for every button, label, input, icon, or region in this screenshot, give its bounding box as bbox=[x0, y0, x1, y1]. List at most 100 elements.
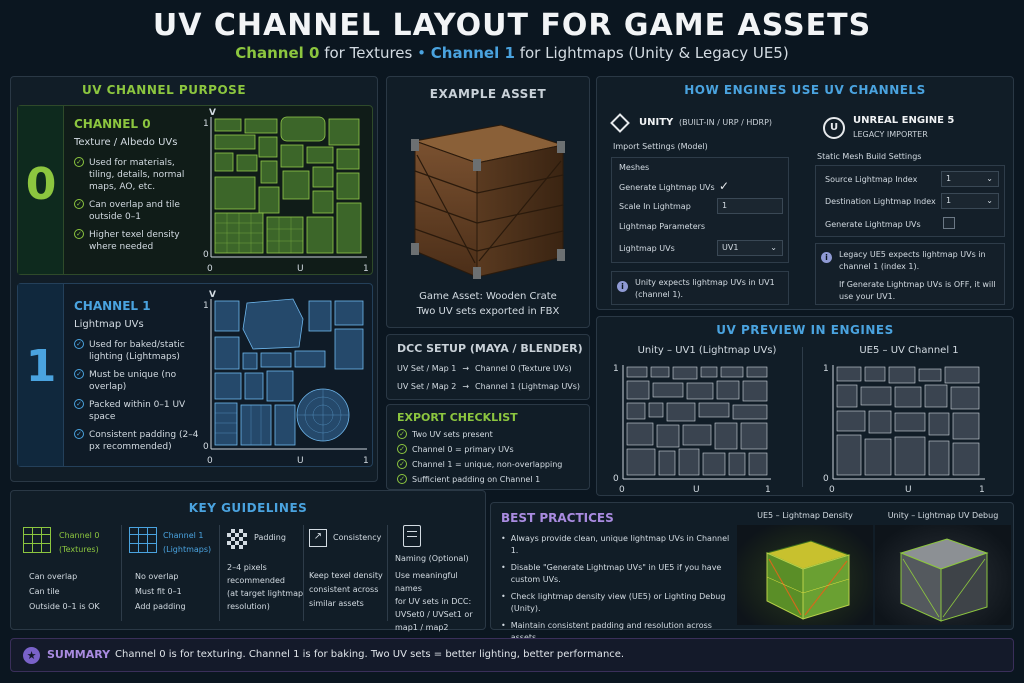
axis-u-label: U bbox=[297, 456, 304, 466]
channel1-points: ✓Used for baked/static lighting (Lightma… bbox=[74, 339, 199, 459]
unity-logo-icon bbox=[610, 113, 630, 133]
guideline-ch1-head: Channel 1 bbox=[163, 531, 204, 540]
channel0-name: CHANNEL 0 bbox=[74, 117, 151, 131]
unreal-sub: LEGACY IMPORTER bbox=[853, 130, 928, 139]
dcc-setup-panel: DCC SETUP (MAYA / BLENDER) UV Set / Map … bbox=[386, 334, 590, 400]
dcc-channel: Channel 0 (Texture UVs) bbox=[475, 364, 572, 373]
unity-scale-input[interactable]: 1 bbox=[717, 198, 783, 214]
dcc-uvset: UV Set / Map 2 bbox=[397, 382, 457, 391]
unreal-logo-icon: U bbox=[823, 117, 845, 139]
check-icon: ✓ bbox=[74, 339, 84, 349]
guideline-consistency-line: consistent across bbox=[309, 585, 379, 594]
guideline-consistency-head: Consistency bbox=[333, 533, 382, 542]
channel0-number: 0 bbox=[25, 159, 57, 210]
export-checklist-title: EXPORT CHECKLIST bbox=[397, 411, 518, 424]
unreal-dst-value: 1 bbox=[946, 196, 952, 205]
uv-preview-title: UV PREVIEW IN ENGINES bbox=[716, 323, 894, 337]
channel1-uv-plot: V 1 0 0 U 1 bbox=[203, 290, 369, 466]
guideline-ch1-line: Add padding bbox=[135, 602, 186, 611]
unreal-note-2: If Generate Lightmap UVs is OFF, it will… bbox=[839, 280, 996, 301]
guideline-ch1-head2: (Lightmaps) bbox=[163, 545, 212, 554]
guideline-consistency-line: similar assets bbox=[309, 599, 364, 608]
chevron-down-icon: ⌄ bbox=[986, 174, 993, 183]
checker-icon bbox=[227, 529, 247, 549]
unreal-note-box bbox=[815, 243, 1005, 305]
info-icon: i bbox=[821, 252, 832, 263]
resize-icon: ↗ bbox=[309, 529, 327, 547]
guideline-ch0-head2: (Textures) bbox=[59, 545, 99, 554]
divider bbox=[387, 525, 388, 621]
unreal-dst-select[interactable]: 1⌄ bbox=[941, 193, 999, 209]
dcc-channel: Channel 1 (Lightmap UVs) bbox=[475, 382, 581, 391]
channel0-uv-plot: V 1 0 0 U 1 bbox=[203, 108, 369, 274]
bullet-icon: • bbox=[501, 563, 506, 572]
guideline-naming-head: Naming (Optional) bbox=[395, 554, 469, 563]
preview-ue-label: UE5 – UV Channel 1 bbox=[859, 345, 959, 356]
unreal-src-select[interactable]: 1⌄ bbox=[941, 171, 999, 187]
best-practices-title: BEST PRACTICES bbox=[501, 511, 614, 525]
unity-note: Unity expects lightmap UVs in UV1 (chann… bbox=[635, 278, 775, 299]
axis-v-label: V bbox=[209, 290, 216, 300]
axis-v-one: 1 bbox=[203, 301, 209, 311]
chevron-down-icon: ⌄ bbox=[770, 243, 777, 252]
uv-purpose-panel: UV CHANNEL PURPOSE 0 CHANNEL 0 Texture /… bbox=[10, 76, 378, 482]
guideline-padding-line: resolution) bbox=[227, 602, 270, 611]
subtitle-ch0-rest: for Textures bbox=[324, 44, 413, 62]
guideline-naming-line: UVSet0 / UVSet1 or bbox=[395, 610, 473, 619]
best-practice-item: Check lightmap density view (UE5) or Lig… bbox=[510, 592, 726, 613]
channel1-point: Consistent padding (2–4 px recommended) bbox=[89, 430, 199, 452]
check-icon: ✓ bbox=[74, 229, 84, 239]
guideline-padding-line: recommended bbox=[227, 576, 285, 585]
guideline-ch0-line: Outside 0–1 is OK bbox=[29, 602, 100, 611]
guideline-consistency-line: Keep texel density bbox=[309, 571, 383, 580]
axis-u-one: 1 bbox=[765, 485, 771, 495]
axis-u-one: 1 bbox=[363, 264, 369, 274]
unreal-note-1: Legacy UE5 expects lightmap UVs in chann… bbox=[839, 250, 986, 271]
preview-divider bbox=[802, 347, 803, 487]
axis-u-label: U bbox=[905, 485, 912, 495]
best-practice-item: Always provide clean, unique lightmap UV… bbox=[510, 534, 730, 555]
subtitle-ch1: Channel 1 bbox=[430, 44, 515, 62]
unity-uvs-value: UV1 bbox=[722, 243, 739, 252]
arrow-right-icon: → bbox=[462, 364, 470, 373]
dcc-row: UV Set / Map 1→Channel 0 (Texture UVs) bbox=[397, 364, 572, 373]
unity-uvs-label: Lightmap UVs bbox=[619, 244, 675, 253]
unity-uvs-select[interactable]: UV1 ⌄ bbox=[717, 240, 783, 256]
unity-scale-label: Scale In Lightmap bbox=[619, 202, 691, 211]
unity-lightmap-debug-image bbox=[875, 525, 1011, 625]
key-guidelines-title: KEY GUIDELINES bbox=[188, 501, 308, 515]
unity-section: Import Settings (Model) bbox=[613, 142, 708, 151]
divider bbox=[121, 525, 122, 621]
chevron-down-icon: ⌄ bbox=[986, 196, 993, 205]
ue5-uv-channel1-preview-plot: 1 0 0 U 1 bbox=[823, 364, 985, 495]
axis-u-zero: 0 bbox=[619, 485, 625, 495]
channel0-points: ✓Used for materials, tiling, details, no… bbox=[74, 157, 199, 259]
bullet-icon: • bbox=[501, 621, 506, 630]
unity-gen-label: Generate Lightmap UVs bbox=[619, 183, 715, 192]
channel1-name: CHANNEL 1 bbox=[74, 299, 151, 313]
arrow-right-icon: → bbox=[462, 382, 470, 391]
divider bbox=[219, 525, 220, 621]
unreal-gen-checkbox[interactable] bbox=[943, 217, 955, 229]
guideline-naming-line: map1 / map2 bbox=[395, 623, 449, 632]
channel0-point: Can overlap and tile outside 0–1 bbox=[89, 200, 180, 222]
best-practice-item: Maintain consistent padding and resoluti… bbox=[510, 621, 712, 642]
guideline-naming-line: Use meaningful names bbox=[395, 571, 458, 593]
axis-v-one: 1 bbox=[823, 364, 829, 374]
guideline-ch0-line: Can tile bbox=[29, 587, 60, 596]
example-asset-panel: EXAMPLE ASSET Game Asset: Wooden Crate T… bbox=[386, 76, 590, 328]
subtitle-ch1-rest: for Lightmaps (Unity & Legacy UE5) bbox=[519, 44, 789, 62]
engines-title: HOW ENGINES USE UV CHANNELS bbox=[684, 83, 926, 97]
unity-gen-checkbox[interactable]: ✓ bbox=[719, 179, 730, 193]
guideline-ch0-line: Can overlap bbox=[29, 572, 78, 581]
axis-u-zero: 0 bbox=[207, 264, 213, 274]
guideline-padding-line: 2–4 pixels bbox=[227, 563, 267, 572]
checklist-item: Channel 1 = unique, non-overlapping bbox=[412, 460, 563, 469]
best-practice-item: Disable "Generate Lightmap UVs" in UE5 i… bbox=[510, 563, 722, 584]
channel0-point: Higher texel density where needed bbox=[89, 230, 180, 252]
star-icon: ★ bbox=[23, 647, 40, 664]
guideline-ch1-line: Must fit 0–1 bbox=[135, 587, 182, 596]
channel1-point: Must be unique (no overlap) bbox=[89, 370, 177, 392]
channel1-number-block bbox=[18, 284, 64, 466]
subtitle-ch0: Channel 0 bbox=[235, 44, 320, 62]
